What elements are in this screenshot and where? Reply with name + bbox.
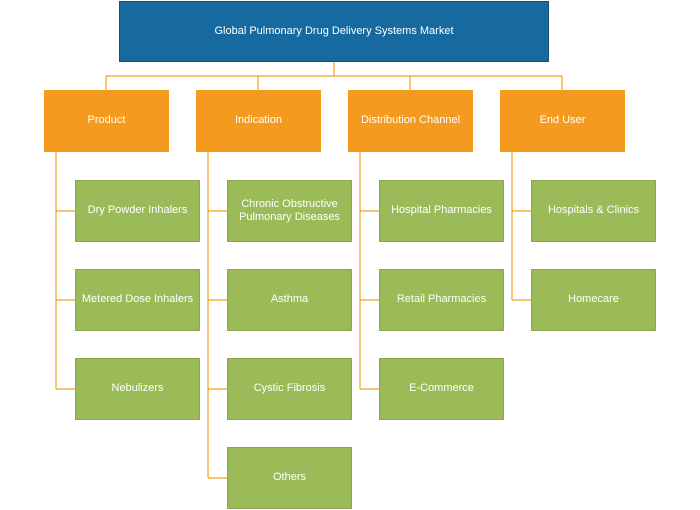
segment-item: Asthma [227,269,352,331]
segment-item: Retail Pharmacies [379,269,504,331]
segment-item: Hospital Pharmacies [379,180,504,242]
segment-item: Chronic Obstructive Pulmonary Diseases [227,180,352,242]
segment-item: Cystic Fibrosis [227,358,352,420]
segment-item: Homecare [531,269,656,331]
category-end-user: End User [500,90,625,152]
diagram-title: Global Pulmonary Drug Delivery Systems M… [119,1,549,62]
segment-item: E-Commerce [379,358,504,420]
segment-item: Hospitals & Clinics [531,180,656,242]
segment-item: Nebulizers [75,358,200,420]
segment-item: Others [227,447,352,509]
segment-item: Metered Dose Inhalers [75,269,200,331]
category-product: Product [44,90,169,152]
category-indication: Indication [196,90,321,152]
segment-item: Dry Powder Inhalers [75,180,200,242]
category-distribution-channel: Distribution Channel [348,90,473,152]
